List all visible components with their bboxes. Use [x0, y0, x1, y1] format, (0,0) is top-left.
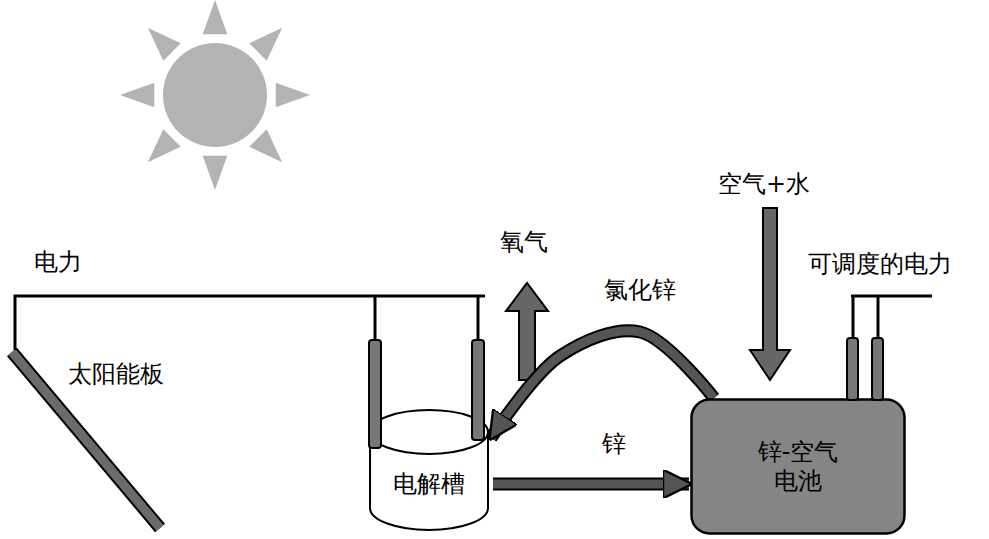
sun-ray [148, 28, 181, 61]
battery-body [692, 400, 905, 534]
power-wire [477, 296, 480, 342]
sun-ray [276, 83, 310, 108]
connector-outline [491, 331, 714, 438]
flow-arrow [491, 331, 714, 438]
sun-disc [163, 43, 267, 147]
flow-label: 氯化锌 [602, 276, 678, 305]
sun-ray [203, 0, 228, 34]
connector-outline [493, 478, 689, 491]
electrode [872, 338, 883, 400]
output-wire [851, 295, 932, 298]
flow-connector [493, 484, 689, 485]
output-wire [852, 296, 855, 340]
sun-rays [120, 0, 310, 190]
flow-connector [491, 331, 714, 438]
electrode [847, 338, 858, 400]
flow-label: 锌 [600, 430, 628, 459]
sun [120, 0, 310, 190]
power-label: 电力 [34, 248, 82, 277]
power-wire [15, 296, 485, 350]
electrode [369, 340, 381, 448]
node-label: 电解槽 [393, 470, 465, 499]
output-label: 可调度的电力 [808, 250, 952, 279]
flow-arrow [493, 480, 689, 489]
output-wire [877, 296, 880, 340]
input-label: 空气+水 [718, 170, 810, 199]
electrolyzer-tank: 电解槽 [368, 408, 490, 532]
air-water-arrow [750, 208, 790, 380]
sun-ray [249, 28, 282, 61]
sun-ray [120, 83, 154, 108]
gas-label: 氧气 [500, 228, 548, 257]
sun-ray [203, 156, 228, 190]
power-wire [374, 296, 377, 342]
panel-label: 太阳能板 [68, 360, 164, 389]
node-label: 锌-空气 电池 [743, 438, 853, 496]
zinc-air-battery: 锌-空气 电池 [690, 398, 906, 535]
tank-rim [370, 410, 488, 454]
electrode [472, 340, 484, 440]
sun-ray [148, 129, 181, 162]
sun-ray [249, 129, 282, 162]
